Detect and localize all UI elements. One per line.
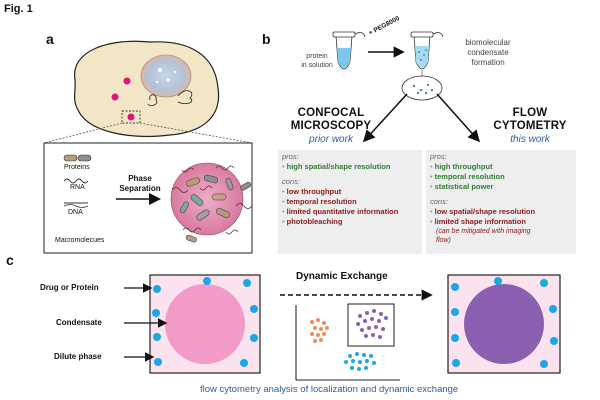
confocal-cons-heading: cons: [282, 177, 300, 186]
zoom-box [121, 110, 141, 124]
confocal-pros-heading: pros: [282, 152, 299, 161]
nucleus [140, 54, 192, 98]
condensate-label-3: formation [471, 58, 505, 67]
legend-rna: RNA [70, 184, 85, 191]
confocal-title-2: MICROSCOPY [290, 120, 372, 132]
flow-title-1: FLOW [512, 107, 548, 119]
cell-condensate-2 [111, 93, 119, 101]
flow-cons-heading: cons: [430, 197, 448, 206]
panel-label-a: a [46, 31, 54, 47]
confocal-con-item: limited quantitative information [282, 207, 422, 217]
condensate-label-1: biomolecular [465, 38, 511, 47]
legend-macromolecules: Macromolecues [55, 237, 105, 244]
protein-label-1: protein [306, 53, 328, 60]
flow-subtitle: this work [510, 134, 550, 145]
cell-condensate-1 [123, 77, 131, 85]
confocal-pros-list: high spatial/shape resolution [278, 162, 422, 172]
legend-proteins: Proteins [64, 164, 90, 171]
confocal-title-1: CONFOCAL [297, 107, 365, 119]
flow-title-2: CYTOMETRY [493, 120, 567, 132]
flow-pros-heading: pros: [430, 152, 447, 161]
confocal-pro-item: high spatial/shape resolution [282, 162, 422, 172]
drug-label: Drug or Protein [40, 283, 99, 292]
flow-scatter-plot [295, 303, 400, 381]
flow-pro-item: high throughput [430, 162, 576, 172]
zoom-line-left [43, 122, 123, 144]
confocal-cons-list: low throughput temporal resolution limit… [278, 187, 422, 227]
nucleolus-dots [155, 68, 177, 84]
dilute-label: Dilute phase [54, 352, 102, 361]
confocal-pros-cons: pros: high spatial/shape resolution cons… [278, 150, 422, 254]
legend-dna: DNA [68, 209, 83, 216]
flow-pros-list: high throughput temporal resolution stat… [426, 162, 576, 192]
confocal-con-item: temporal resolution [282, 197, 422, 207]
phase-label-line2: Separation [119, 184, 161, 193]
protein-label-2: in solution [301, 62, 333, 69]
flow-con-item: limited shape information [430, 217, 576, 227]
condensate-droplet [170, 162, 253, 243]
panel-label-c: c [6, 252, 14, 268]
arrow-to-confocal [362, 93, 408, 143]
condensate-label-2: condensate [467, 48, 509, 57]
organelle [147, 94, 158, 107]
flow-con-item: low spatial/shape resolution [430, 207, 576, 217]
condensate-zoom-circle [401, 75, 443, 101]
confocal-con-item: low throughput [282, 187, 422, 197]
condensate-label: Condensate [56, 318, 102, 327]
flow-note-line1: (can be mitigated with imaging [436, 228, 531, 235]
flow-note-line2: flow) [436, 237, 451, 244]
condensate-after [447, 274, 561, 374]
confocal-subtitle: prior work [309, 134, 353, 145]
cell-condensate-3 [127, 113, 135, 121]
condensate-before [149, 274, 261, 374]
phase-label-line1: Phase [128, 174, 152, 183]
arrow-to-flow [436, 93, 480, 143]
organelle-2 [177, 90, 193, 105]
zoom-line-right [139, 122, 253, 144]
cell-illustration [43, 40, 253, 144]
flow-pro-item: temporal resolution [430, 172, 576, 182]
inset-legend [63, 154, 92, 208]
panel-c-caption: flow cytometry analysis of localization … [200, 384, 459, 395]
flow-pro-item: statistical power [430, 182, 576, 192]
dynamic-exchange-label: Dynamic Exchange [296, 271, 388, 282]
protein-tube [332, 31, 366, 70]
confocal-con-item: photobleaching [282, 217, 422, 227]
flow-cons-list: low spatial/shape resolution limited sha… [426, 207, 576, 227]
figure-title: Fig. 1 [4, 3, 33, 15]
condensate-tube [410, 31, 444, 70]
panel-label-b: b [262, 31, 271, 47]
flow-pros-cons: pros: high throughput temporal resolutio… [426, 150, 576, 254]
